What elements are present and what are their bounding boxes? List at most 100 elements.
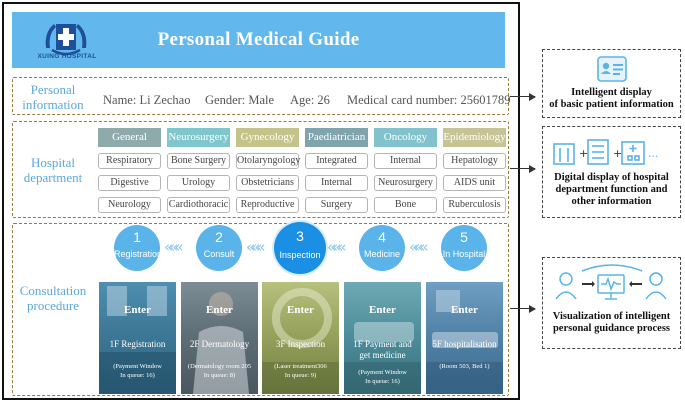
step-label: Registration [114,249,163,259]
card-queue-note: (Payment Window In queue: 16) [113,363,162,379]
panel-department-info-text: Digital display of hospital department f… [543,172,680,208]
step-number: 2 [215,229,223,245]
department-tab-1[interactable]: Neurosurgery [167,128,230,147]
svg-text:+: + [613,147,622,160]
panel-patient-info-text: Intelligent display of basic patient inf… [543,87,680,111]
step-number: 1 [133,229,141,245]
arrow-3 [510,303,536,315]
panel-guidance-text: Visualization of intelligent personal gu… [543,311,680,335]
step-number: 4 [378,229,386,245]
card-location: 1F Registration [109,339,166,349]
enter-button[interactable]: Enter [206,304,233,316]
double-chevron-icon: ««« [164,238,183,256]
double-chevron-icon: ««« [327,238,346,256]
panel-guidance: Visualization of intelligent personal gu… [542,257,681,349]
department-item[interactable]: Reproductive [236,197,299,213]
department-box [12,121,509,218]
card-location: 2F Dermatology [189,339,250,349]
step-number: 3 [296,228,304,244]
department-item[interactable]: Neurosurgery [374,175,437,191]
personal-info-box [12,77,509,115]
step-label: In Hospital [442,249,486,259]
svg-text:...: ... [648,147,659,160]
step-card-4[interactable]: Enter 1F Payment and get medicine (Payment… [344,282,421,394]
personal-info-label: Personal information [14,82,92,112]
personal-info-label-text: Personal information [22,82,84,112]
card-location: 5F hospitalisation [432,339,497,349]
step-card-5[interactable]: Enter 5F hospitalisation (Room 503, Bed 1) [426,282,503,394]
step-card-1[interactable]: Enter 1F Registration (Payment Window In q… [99,282,176,394]
patient-name: Name: Li Zechao [103,93,191,107]
department-item[interactable]: Bone [374,197,437,213]
hospital-logo-icon [45,24,87,56]
department-tab-2[interactable]: Gynecology [236,128,299,147]
photo-background-icon [99,286,176,394]
id-card-icon [597,56,627,82]
arrow-1 [510,91,536,103]
department-tab-0[interactable]: General [98,128,161,147]
department-item[interactable]: Digestive [98,175,161,191]
department-label-text: Hospital department [23,155,83,185]
patient-gender: Gender: Male [205,93,275,107]
department-item[interactable]: Otolaryngology [236,153,300,169]
arrow-2 [510,163,536,175]
photo-background-icon [344,322,421,394]
panel-guidance-caption: Visualization of intelligent personal gu… [552,311,671,334]
department-item[interactable]: Internal [374,153,437,169]
step-card-3[interactable]: Enter 3F Inspection (Laser treatment306 In… [262,282,339,394]
department-tab-5[interactable]: Epidemiology [443,128,506,147]
department-item[interactable]: Hepatology [443,153,506,169]
enter-button[interactable]: Enter [124,304,151,316]
enter-button[interactable]: Enter [287,304,314,316]
double-chevron-icon: ««« [409,238,428,256]
department-item[interactable]: Internal [305,175,368,191]
consultation-box [12,223,509,396]
card-location: 1F Payment and get medicine [353,339,412,360]
consultation-label-text: Consultation procedure [19,283,87,313]
photo-background-icon [193,292,249,394]
department-tab-4[interactable]: Oncology [374,128,437,147]
card-queue-note: (Dermatology room 205 In queue: 8) [187,363,252,379]
enter-button[interactable]: Enter [369,304,396,316]
page-title: Personal Medical Guide [157,29,360,50]
step-label: Inspection [279,250,321,260]
card-queue-note: (Laser treatment306 In queue: 9) [274,363,327,379]
card-location: 3F Inspection [275,339,326,349]
card-queue-note: (Room 503, Bed 1) [439,363,490,370]
photo-background-icon [262,288,339,394]
card-queue-note: (Payment Window In queue: 16) [358,369,407,385]
hospital-buildings-icon: + + ... [553,139,659,165]
department-tab-3[interactable]: Paediatrician [305,128,368,147]
enter-button[interactable]: Enter [451,304,478,316]
step-label: Medicine [363,249,401,259]
logo-text: XUING HOSPITAL [37,53,97,60]
department-item[interactable]: Neurology [98,197,161,213]
department-item[interactable]: Surgery [305,197,368,213]
patient-age: Age: 26 [290,93,330,107]
department-item[interactable]: Ruberculosis [443,197,506,213]
department-item[interactable]: Cardiothoracic [167,197,230,213]
panel-department-info-caption: Digital display of hospital department f… [554,172,669,207]
department-item[interactable]: Integrated [305,153,368,169]
department-item[interactable]: Respiratory [98,153,161,169]
panel-patient-info: Intelligent display of basic patient inf… [542,49,681,118]
medical-card-number: Medical card number: 25601789 [347,93,511,107]
photo-background-icon [426,290,503,394]
svg-text:+: + [579,147,588,160]
doctor-patient-monitor-icon [555,264,667,300]
step-number: 5 [460,229,468,245]
department-item[interactable]: Urology [167,175,230,191]
double-chevron-icon: ««« [246,238,265,256]
header-banner: XUING HOSPITAL Personal Medical Guide [12,12,505,68]
step-5-circle[interactable]: 5 In Hospital [441,225,487,271]
step-card-2[interactable]: Enter 2F Dermatology (Dermatology room 205… [181,282,258,394]
panel-department-info: + + ... Digital display of hospital depa… [542,126,681,218]
department-item[interactable]: Obstetricians [236,175,299,191]
step-label: Consult [203,249,235,259]
department-item[interactable]: AIDS unit [443,175,506,191]
department-item[interactable]: Bone Surgery [167,153,230,169]
